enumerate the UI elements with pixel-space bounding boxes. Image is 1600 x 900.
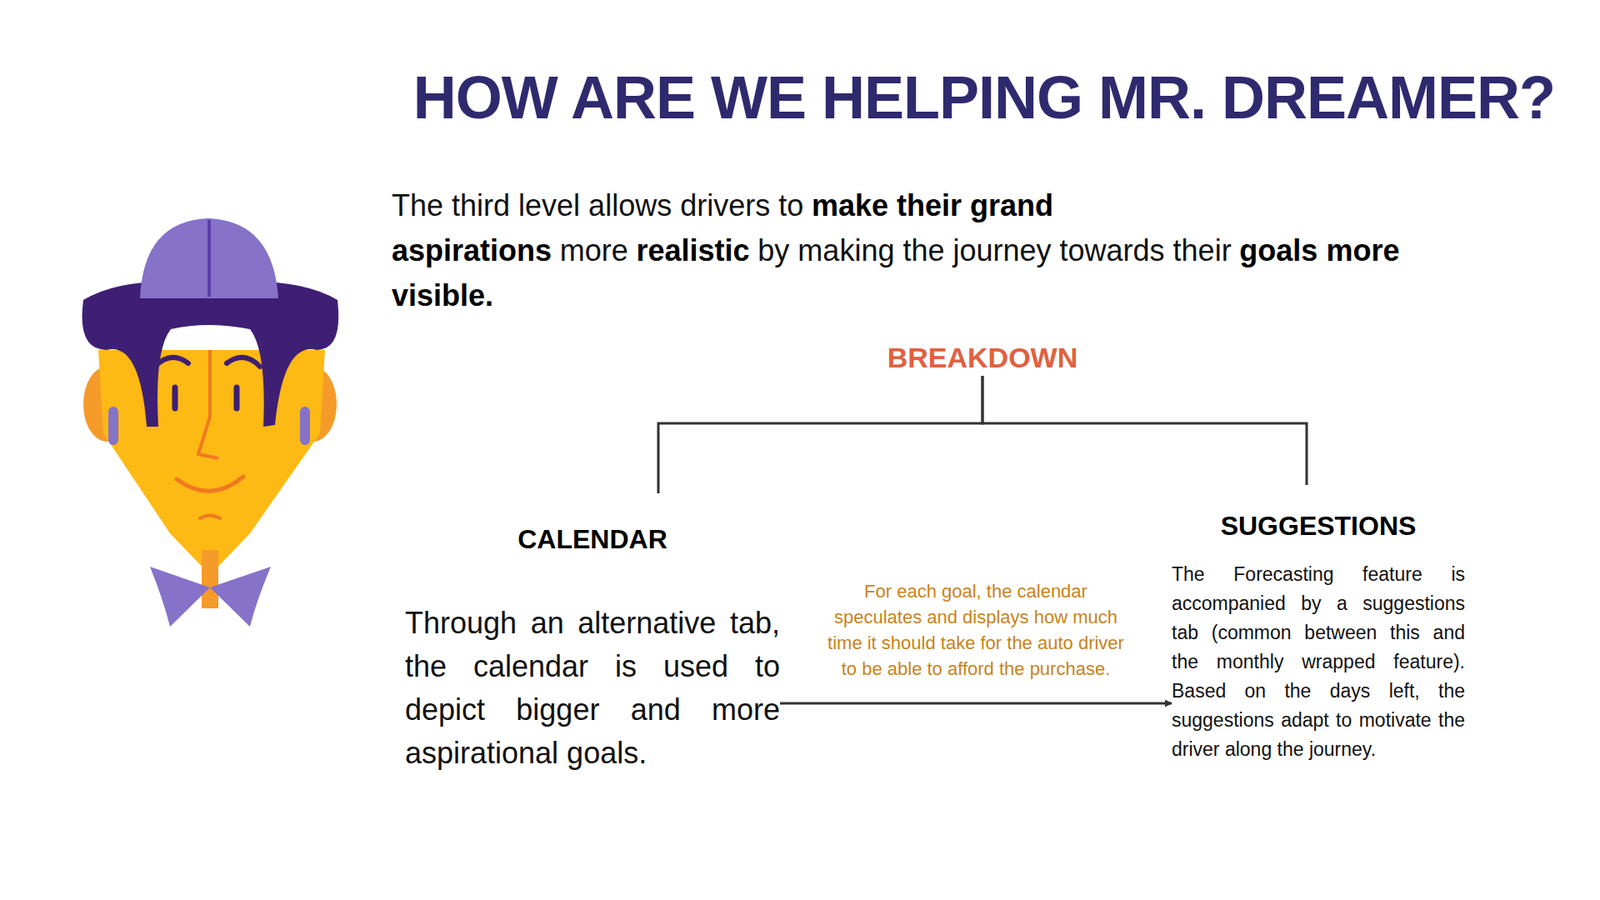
earbud <box>300 406 310 445</box>
cap-seam <box>207 220 211 297</box>
face <box>98 350 325 575</box>
bracket-line <box>982 375 1307 485</box>
smile <box>176 476 244 491</box>
eye <box>172 387 179 409</box>
intro-text: The third level allows drivers to <box>391 188 804 223</box>
brow <box>226 357 260 367</box>
section-heading: SUGGESTIONS <box>1171 510 1465 542</box>
section-body: The Forecasting feature is accompanied b… <box>1171 560 1465 765</box>
section-node: CALENDAR Through an alternative tab, the … <box>405 493 780 775</box>
section-heading: CALENDAR <box>405 523 780 555</box>
nose <box>198 350 219 459</box>
breakdown-node: BREAKDOWN <box>882 340 1084 376</box>
chin-line <box>200 515 220 520</box>
brow <box>155 357 189 367</box>
section-body: Through an alternative tab, the calendar… <box>405 601 780 775</box>
dreamer-character <box>82 218 340 627</box>
cap <box>140 218 279 299</box>
bracket-line <box>658 375 983 494</box>
bow-tie-right <box>210 566 271 627</box>
intro-paragraph: The third level allows drivers tomake th… <box>391 183 1434 319</box>
flow-arrow <box>780 702 1172 705</box>
breakdown-heading: BREAKDOWN <box>882 340 1084 376</box>
eye <box>234 387 240 409</box>
page-title: HOW ARE WE HELPING MR. DREAMER? <box>413 63 1555 132</box>
intro-text: more <box>560 233 629 268</box>
intro-text: by making the journey towards their <box>757 233 1231 268</box>
edge-label: For each goal, the calendar speculates a… <box>821 578 1130 682</box>
neck <box>201 550 219 609</box>
earbud <box>108 406 119 445</box>
section-node: SUGGESTIONS The Forecasting feature is ac… <box>1171 485 1465 765</box>
bow-tie-left <box>150 566 210 627</box>
intro-text: realistic <box>636 233 750 268</box>
